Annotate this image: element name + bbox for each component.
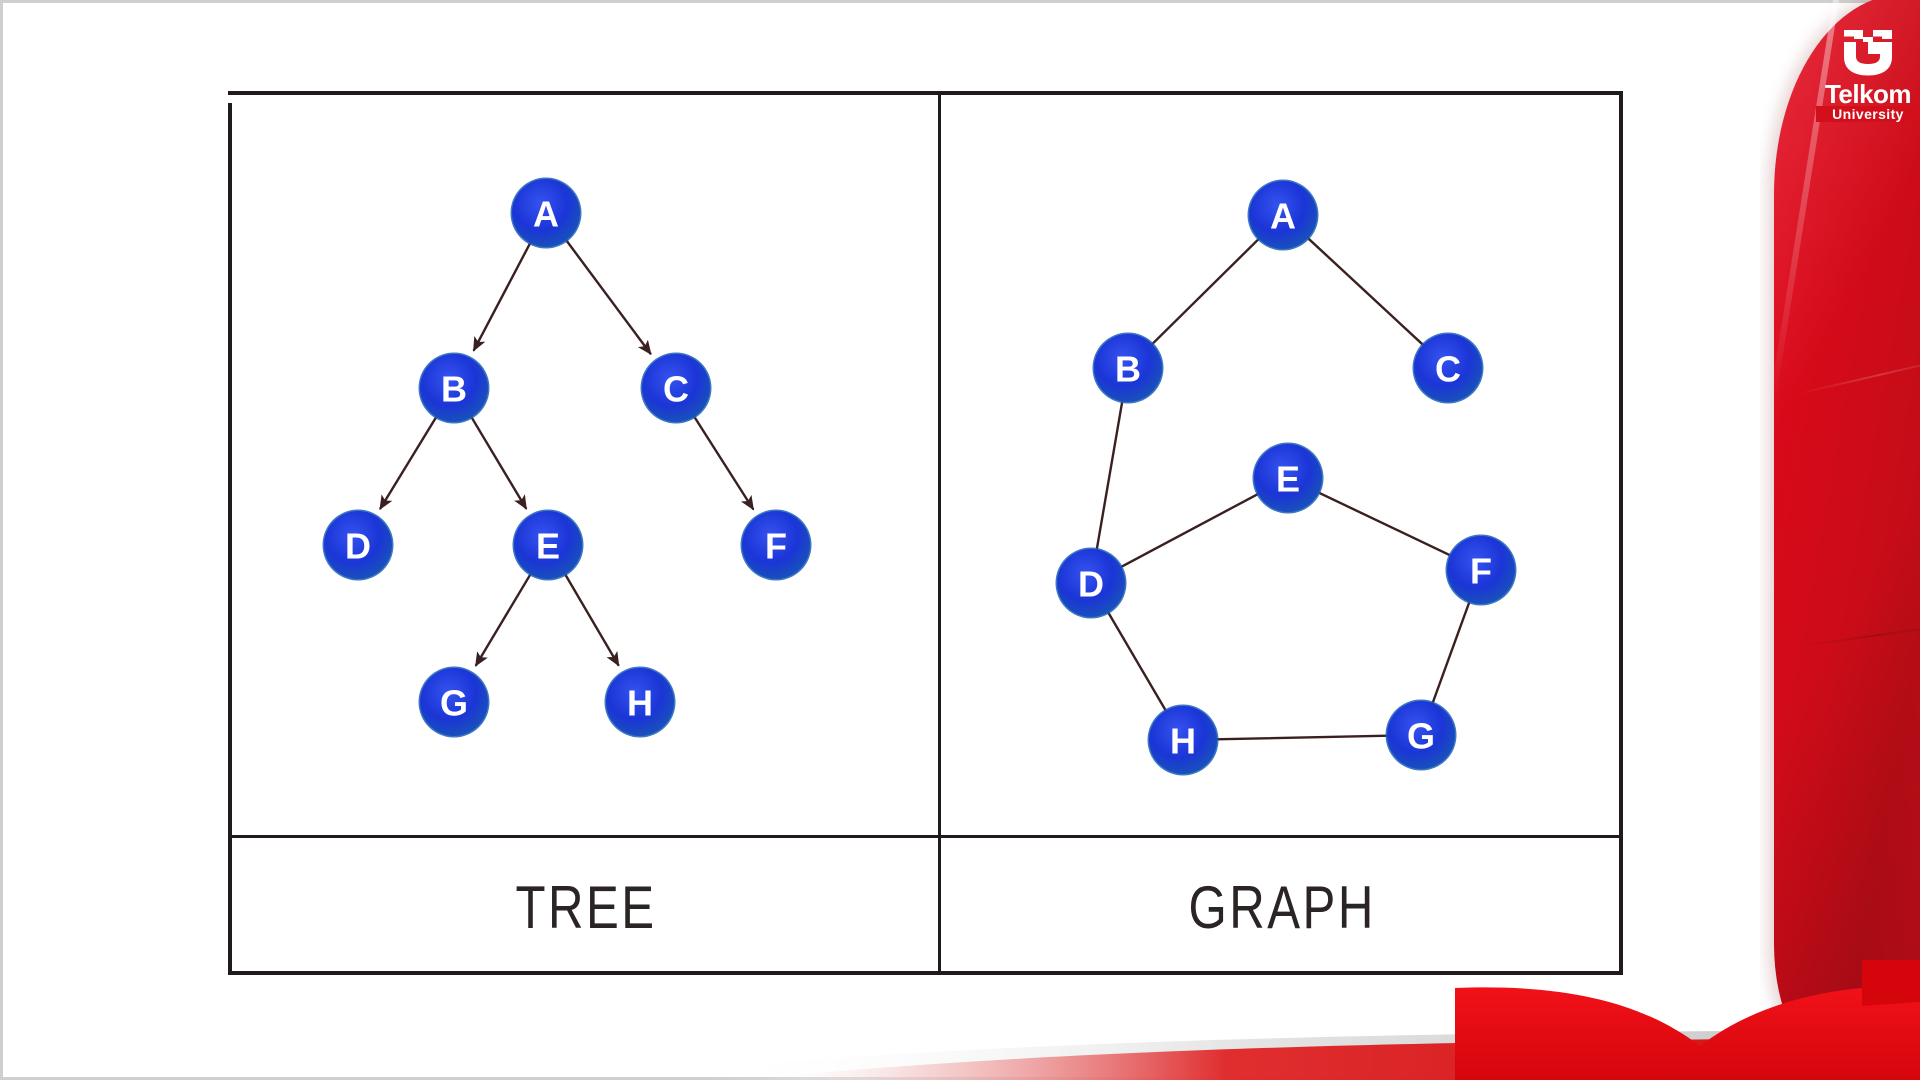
tree-node-circle-A: [512, 179, 580, 247]
tree-node-circle-H: [606, 668, 674, 736]
tree-panel: A B C D E F G H: [236, 105, 936, 833]
bottom-swoosh-icon: [700, 960, 1920, 1080]
bottom-red-decoration: [0, 960, 1920, 1080]
telkom-u-shield-icon: [1844, 30, 1892, 76]
tree-edge-B-E: [469, 415, 528, 510]
graph-node-label-F: F: [1470, 551, 1492, 592]
tree-node-label-B: B: [441, 369, 467, 410]
graph-edge-H-D: [1106, 610, 1168, 713]
tree-node-label-G: G: [440, 683, 468, 724]
tree-node-label-C: C: [663, 369, 689, 410]
tree-diagram: A B C D E F G H: [322, 177, 812, 738]
tree-edges: [379, 238, 755, 667]
tree-node-label-H: H: [627, 683, 653, 724]
graph-node-C[interactable]: C: [1412, 332, 1484, 404]
graph-edge-A-B: [1150, 236, 1261, 347]
tree-edge-E-G: [474, 572, 533, 667]
graph-node-E[interactable]: E: [1252, 442, 1324, 514]
caption-cell-tree: TREE: [236, 839, 936, 975]
telkom-university-banner: Telkom University: [1760, 0, 1920, 1062]
tree-node-circle-C: [642, 354, 710, 422]
tree-edge-B-D: [379, 414, 438, 510]
tree-edge-E-H: [563, 572, 620, 667]
graph-node-B[interactable]: B: [1092, 332, 1164, 404]
graph-node-F[interactable]: F: [1445, 534, 1517, 606]
graph-node-circle-A: [1249, 181, 1317, 249]
tree-node-label-A: A: [533, 194, 559, 235]
graph-node-A[interactable]: A: [1247, 179, 1319, 251]
table-column-divider: [938, 91, 941, 975]
banner-crease-upper: [1795, 354, 1920, 396]
tree-node-A[interactable]: A: [510, 177, 582, 249]
graph-node-label-G: G: [1407, 716, 1435, 757]
tree-node-G[interactable]: G: [418, 666, 490, 738]
graph-edge-E-F: [1316, 490, 1453, 558]
tree-edge-C-F: [692, 414, 755, 511]
graph-edge-F-G: [1431, 599, 1471, 706]
tree-node-circle-F: [742, 511, 810, 579]
graph-edge-D-E: [1118, 492, 1261, 569]
graph-node-label-C: C: [1435, 349, 1461, 390]
caption-label-graph: GRAPH: [1188, 873, 1376, 941]
tree-node-circle-G: [420, 668, 488, 736]
tree-node-circle-E: [514, 511, 582, 579]
banner-crease-lower: [1794, 622, 1920, 648]
tree-node-H[interactable]: H: [604, 666, 676, 738]
graph-node-label-E: E: [1276, 459, 1300, 500]
table-bottom-border: [228, 971, 1623, 975]
tree-node-B[interactable]: B: [418, 352, 490, 424]
logo-subtitle: University: [1816, 106, 1920, 122]
graph-edge-B-D: [1095, 399, 1124, 552]
tree-node-label-F: F: [765, 526, 787, 567]
graph-edge-G-H: [1214, 734, 1390, 741]
graph-node-label-A: A: [1270, 196, 1296, 237]
tree-edge-A-C: [564, 238, 652, 356]
graph-node-circle-G: [1387, 701, 1455, 769]
tree-node-label-E: E: [536, 526, 560, 567]
tree-node-F[interactable]: F: [740, 509, 812, 581]
table-right-border: [1619, 91, 1623, 975]
graph-node-H[interactable]: H: [1147, 704, 1219, 776]
tree-nodes: A B C D E F G H: [322, 177, 812, 738]
banner-highlight: [1768, 0, 1840, 410]
graph-panel: A B C E D F H G: [943, 105, 1621, 833]
graph-node-label-D: D: [1078, 564, 1104, 605]
table-left-border: [228, 103, 232, 975]
caption-row: TREE GRAPH: [236, 839, 1621, 975]
table-top-border: [228, 91, 1623, 95]
caption-cell-graph: GRAPH: [943, 839, 1621, 975]
tree-node-C[interactable]: C: [640, 352, 712, 424]
caption-label-tree: TREE: [515, 873, 657, 941]
graph-edges: [1095, 236, 1471, 741]
telkom-university-logo: Telkom University: [1816, 28, 1920, 122]
graph-node-D[interactable]: D: [1055, 547, 1127, 619]
tree-node-label-D: D: [345, 526, 371, 567]
graph-node-circle-C: [1414, 334, 1482, 402]
graph-node-circle-F: [1447, 536, 1515, 604]
graph-nodes: A B C E D F H G: [1055, 179, 1517, 776]
tree-node-E[interactable]: E: [512, 509, 584, 581]
graph-diagram: A B C E D F H G: [1055, 179, 1517, 776]
logo-wordmark: Telkom: [1824, 79, 1912, 109]
graph-node-circle-B: [1094, 334, 1162, 402]
graph-node-circle-D: [1057, 549, 1125, 617]
banner-red-shape: [1768, 0, 1920, 1062]
tree-node-D[interactable]: D: [322, 509, 394, 581]
graph-node-label-B: B: [1115, 349, 1141, 390]
tree-vs-graph-comparison-table: A B C D E F G H A B C E D F H G TREE GRAPH: [228, 91, 1623, 975]
tree-edge-A-B: [472, 241, 532, 352]
graph-node-G[interactable]: G: [1385, 699, 1457, 771]
graph-node-label-H: H: [1170, 721, 1196, 762]
graph-node-circle-E: [1254, 444, 1322, 512]
tree-node-circle-D: [324, 511, 392, 579]
tree-node-circle-B: [420, 354, 488, 422]
graph-edge-A-C: [1305, 236, 1426, 347]
table-caption-divider: [228, 835, 1623, 838]
graph-node-circle-H: [1149, 706, 1217, 774]
